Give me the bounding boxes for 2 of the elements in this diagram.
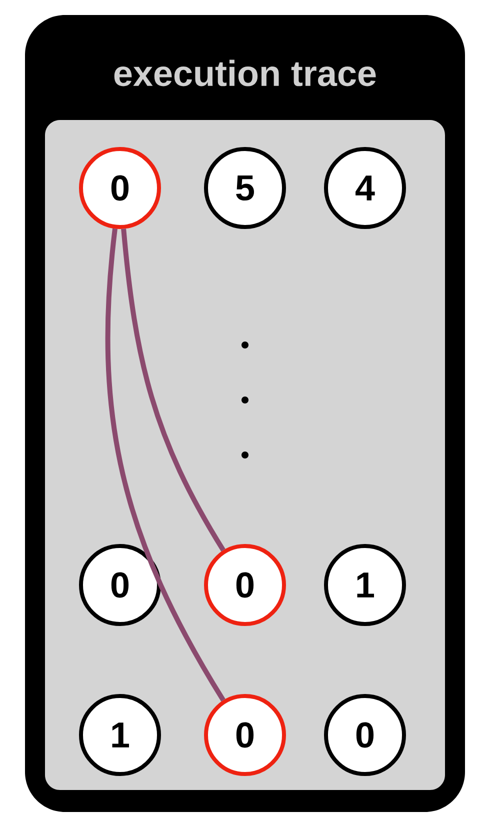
connector-line — [121, 228, 226, 552]
connector-line — [106, 228, 226, 702]
